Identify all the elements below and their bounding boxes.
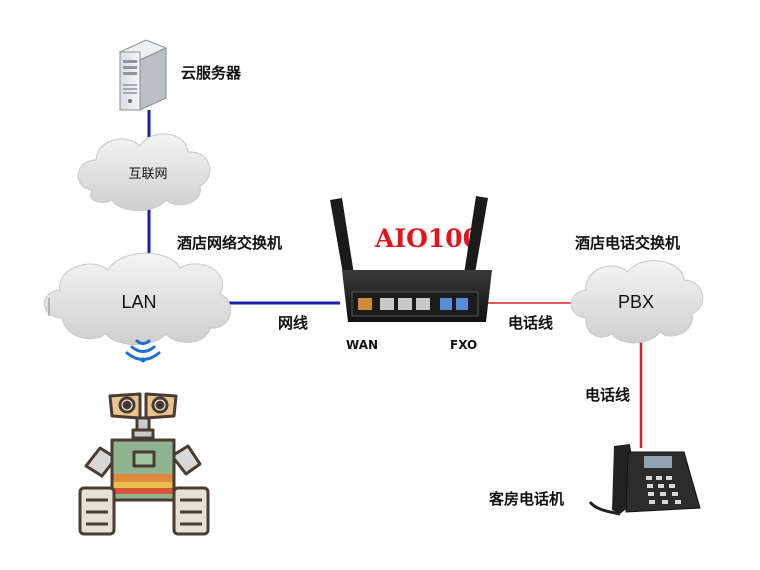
guest-room-phone-label: 客房电话机 [488,490,564,508]
server-icon [118,39,168,111]
desk-phone-icon [588,444,701,516]
pbx-cloud: PBX [570,260,704,344]
lan-port-3 [416,298,430,310]
hotel-phone-switch-label: 酒店电话交换机 [575,234,680,252]
lan-port-2 [398,298,412,310]
lan-cloud: LAN [44,252,231,345]
phone-line-label-1: 电话线 [508,314,553,332]
robot-icon [78,392,210,536]
wifi-icon [125,339,161,363]
pbx-label: PBX [618,292,654,312]
wan-port [358,298,372,310]
hotel-network-switch-label: 酒店网络交换机 [177,234,282,252]
lan-label: LAN [121,292,156,312]
device-title: AIO100 [374,224,480,253]
router-device [330,196,492,322]
phone-screen [644,456,672,468]
phone-line-label-2: 电话线 [585,386,630,404]
internet-label: 互联网 [128,167,167,182]
fxo-port [440,298,452,310]
fxo-port-label: FXO [450,338,477,352]
lan-port-1 [380,298,394,310]
wan-port-label: WAN [346,338,378,352]
network-cable-label: 网线 [278,314,308,332]
cloud-server-label: 云服务器 [181,64,242,82]
fxs-port [456,298,468,310]
internet-cloud: 互联网 [77,133,211,211]
